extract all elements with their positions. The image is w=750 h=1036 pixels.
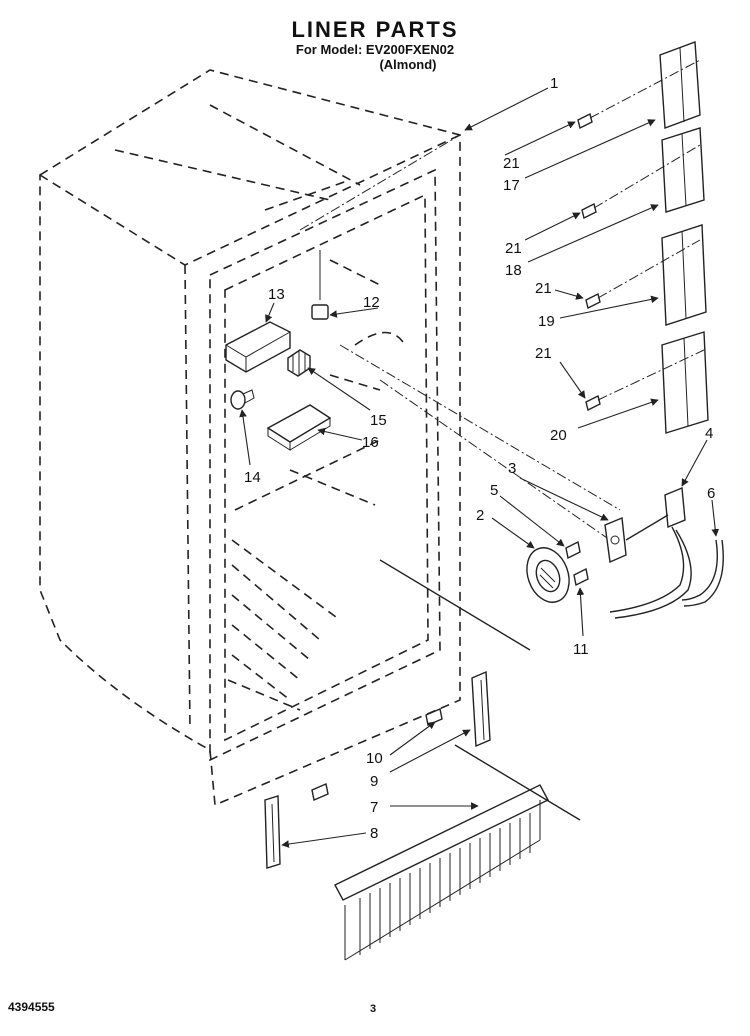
callout-11: 11 [573,641,589,658]
liner-strip-18 [661,127,705,213]
callout-18: 18 [505,262,522,279]
thermostat-screws [565,540,589,587]
callout-5: 5 [490,482,498,499]
callout-13: 13 [268,286,285,303]
callout-6: 6 [707,485,715,502]
hinge-bracket-left-part [264,795,281,869]
callout-2: 2 [476,507,484,524]
callout-10: 10 [366,750,383,767]
liner-strip-20 [661,331,709,434]
socket-part [311,250,329,320]
callout-14: 14 [244,469,261,486]
toe-grille-part [334,784,549,961]
callout-12: 12 [363,294,380,311]
thermostat-part [609,486,692,619]
callout-20: 20 [550,427,567,444]
callout-7: 7 [370,799,378,816]
callout-21-d: 21 [535,345,552,362]
model-line: For Model: EV200FXEN02 [295,42,455,57]
document-number: 4394555 [8,1000,55,1014]
wire-harness-part [681,539,724,607]
callout-4: 4 [705,425,713,442]
callout-9: 9 [370,773,378,790]
callout-16: 16 [362,434,379,451]
callout-19: 19 [538,313,555,330]
control-bezel-part [604,516,627,564]
hinge-bracket-right-part [471,670,491,748]
callout-8: 8 [370,825,378,842]
callout-21-b: 21 [505,240,522,257]
bracket-part [266,404,332,451]
callout-3: 3 [508,460,516,477]
light-socket-part [287,349,311,377]
thermostat-knob-part [526,547,570,603]
callout-15: 15 [370,412,387,429]
light-bulb-part [230,389,255,410]
liner-strip-19 [661,224,707,326]
callout-17: 17 [503,177,520,194]
light-shield-part [225,321,291,373]
screw-parts [577,112,601,412]
callout-21-a: 21 [503,155,520,172]
variant-line: (Almond) [379,57,437,72]
callout-labels: 1 2 3 4 5 6 7 8 9 10 11 12 13 14 15 16 1… [244,75,715,842]
diagram-header: LINER PARTS For Model: EV200FXEN02 (Almo… [0,17,750,73]
liner-strip-17 [659,41,701,129]
callout-21-c: 21 [535,280,552,297]
leader-lines [239,87,720,848]
callout-1: 1 [550,75,558,92]
diagram-title: LINER PARTS [291,17,459,42]
cabinet-liner [39,69,461,807]
page-number: 3 [370,1003,377,1015]
